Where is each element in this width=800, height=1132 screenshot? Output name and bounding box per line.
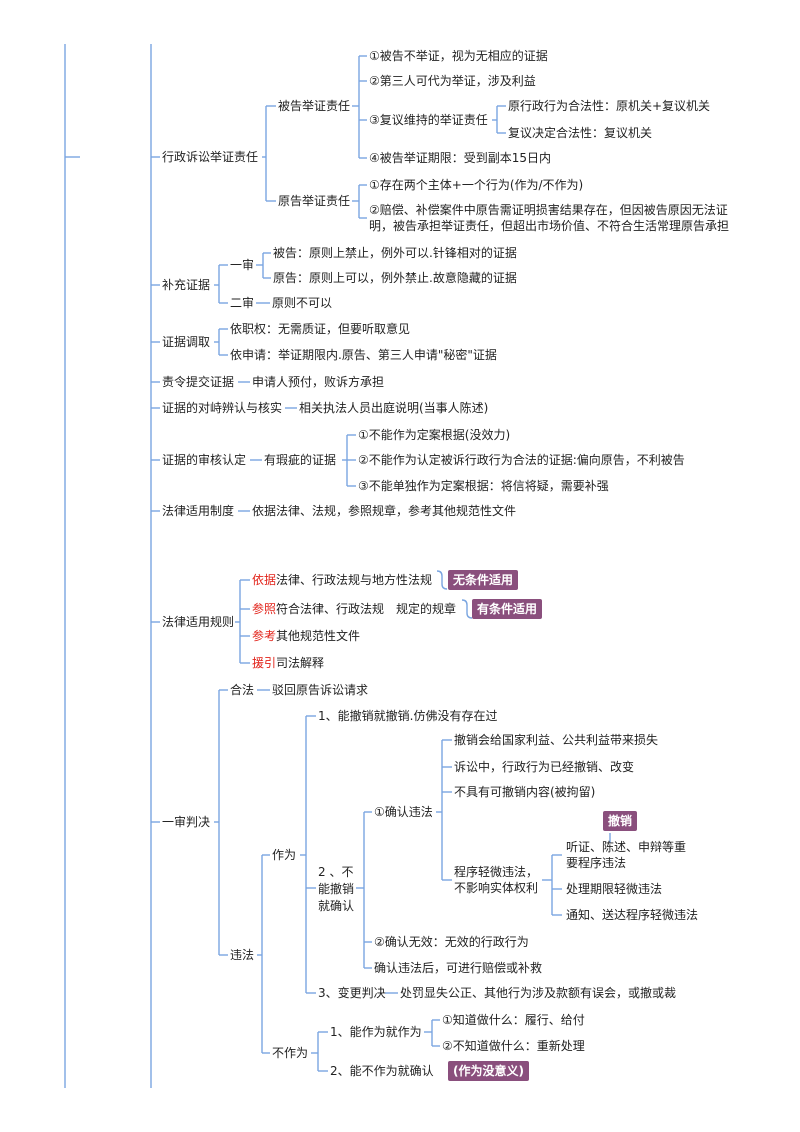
node-defendant-item-2: ②第三人可代为举证，涉及利益 <box>369 74 536 88</box>
node-judgment: 一审判决 <box>162 815 211 829</box>
node-minor-item-3: 通知、送达程序轻微违法 <box>566 908 699 922</box>
node-inaction-1-item-2: ②不知道做什么：重新处理 <box>442 1039 585 1053</box>
node-collect: 证据调取 <box>162 335 211 349</box>
node-flawed-item-3: ③不能单独作为定案根据：将信将疑，需要补强 <box>358 479 609 493</box>
tag-unconditional: 无条件适用 <box>448 570 519 590</box>
node-second-instance: 二审 <box>230 296 255 310</box>
node-inaction-1: 1、能作为就作为 <box>330 1025 422 1039</box>
tag-revoke: 撤销 <box>603 811 638 831</box>
node-rules: 法律适用规则 <box>162 615 235 629</box>
node-second-item: 原则不可以 <box>272 296 333 310</box>
node-review-1: 原行政行为合法性：原机关+复议机关 <box>508 99 711 113</box>
node-defendant-item-1: ①被告不举证，视为无相应的证据 <box>369 49 548 63</box>
node-rule-3: 参考其他规范性文件 <box>252 629 361 643</box>
node-confirm-void: ②确认无效：无效的行政行为 <box>374 935 529 949</box>
node-legal-item: 驳回原告诉讼请求 <box>272 683 369 697</box>
node-illegal: 违法 <box>230 948 255 962</box>
node-legal: 合法 <box>230 683 255 697</box>
node-minor-violation: 程序轻微违法，不影响实体权利 <box>454 865 539 895</box>
node-burden: 行政诉讼举证责任 <box>162 150 259 164</box>
node-collect-item-1: 依职权：无需质证，但要听取意见 <box>230 322 411 336</box>
node-order-item: 申请人预付，败诉方承担 <box>252 375 385 389</box>
node-ci-item-2: 诉讼中，行政行为已经撤销、改变 <box>454 760 635 774</box>
node-rule-2: 参照符合法律、行政法规 规定的规章 <box>252 602 457 616</box>
node-collect-item-2: 依申请：举证期限内.原告、第三人申请"秘密"证据 <box>230 348 497 362</box>
node-defendant-item-4: ④被告举证期限：受到副本15日内 <box>369 151 552 165</box>
node-ci-item-3: 不具有可撤销内容(被拘留) <box>454 785 596 799</box>
node-defendant-item-3: ③复议维持的举证责任 <box>369 113 488 127</box>
node-order: 责令提交证据 <box>162 375 235 389</box>
tag-conditional: 有条件适用 <box>472 599 543 619</box>
node-plaintiff-burden: 原告举证责任 <box>278 194 351 208</box>
node-rule-1: 依据法律、行政法规与地方性法规 <box>252 573 433 587</box>
node-minor-item-2: 处理期限轻微违法 <box>566 882 663 896</box>
node-flawed-evidence: 有瑕疵的证据 <box>264 453 337 467</box>
node-act-1: 1、能撤销就撤销.仿佛没有存在过 <box>318 709 498 723</box>
node-act-2: 2 、不能撤销就确认 <box>318 865 355 913</box>
node-supplement: 补充证据 <box>162 278 211 292</box>
node-law: 法律适用制度 <box>162 504 235 518</box>
node-first-item-1: 被告：原则上禁止，例外可以.针锋相对的证据 <box>273 246 517 260</box>
tag-meaningless: (作为没意义) <box>448 1061 529 1081</box>
node-after-confirm: 确认违法后，可进行赔偿或补救 <box>374 961 543 975</box>
node-defendant-burden: 被告举证责任 <box>278 99 351 113</box>
node-review: 证据的审核认定 <box>162 453 247 467</box>
node-act: 作为 <box>272 848 297 862</box>
node-first-item-2: 原告：原则上可以，例外禁止.故意隐藏的证据 <box>273 271 517 285</box>
node-act-3-item: 处罚显失公正、其他行为涉及款额有误会，或撤或裁 <box>400 986 677 1000</box>
node-ci-item-1: 撤销会给国家利益、公共利益带来损失 <box>454 733 659 747</box>
node-flawed-item-1: ①不能作为定案根据(没效力) <box>358 428 511 442</box>
node-minor-item-1: 听证、陈述、申辩等重要程序违法 <box>566 840 687 870</box>
node-review-2: 复议决定合法性：复议机关 <box>508 126 653 140</box>
node-confront: 证据的对峙辨认与核实 <box>162 401 283 415</box>
node-confirm-illegal: ①确认违法 <box>374 805 433 819</box>
node-first-instance: 一审 <box>230 258 255 272</box>
node-inaction-1-item-1: ①知道做什么：履行、给付 <box>442 1013 585 1027</box>
node-confront-item: 相关执法人员出庭说明(当事人陈述) <box>299 401 489 415</box>
node-plaintiff-item-2: ②赔偿、补偿案件中原告需证明损害结果存在，但因被告原因无法证明，被告承担举证责任… <box>369 203 730 233</box>
node-flawed-item-2: ②不能作为认定被诉行政行为合法的证据:偏向原告，不利被告 <box>358 453 685 467</box>
node-act-3: 3、变更判决 <box>318 986 386 1000</box>
node-law-item: 依据法律、法规，参照规章，参考其他规范性文件 <box>252 504 517 518</box>
node-rule-4: 援引司法解释 <box>252 656 325 670</box>
node-plaintiff-item-1: ①存在两个主体+一个行为(作为/不作为) <box>369 178 584 192</box>
node-inaction: 不作为 <box>272 1046 309 1060</box>
node-inaction-2: 2、能不作为就确认 <box>330 1064 434 1078</box>
